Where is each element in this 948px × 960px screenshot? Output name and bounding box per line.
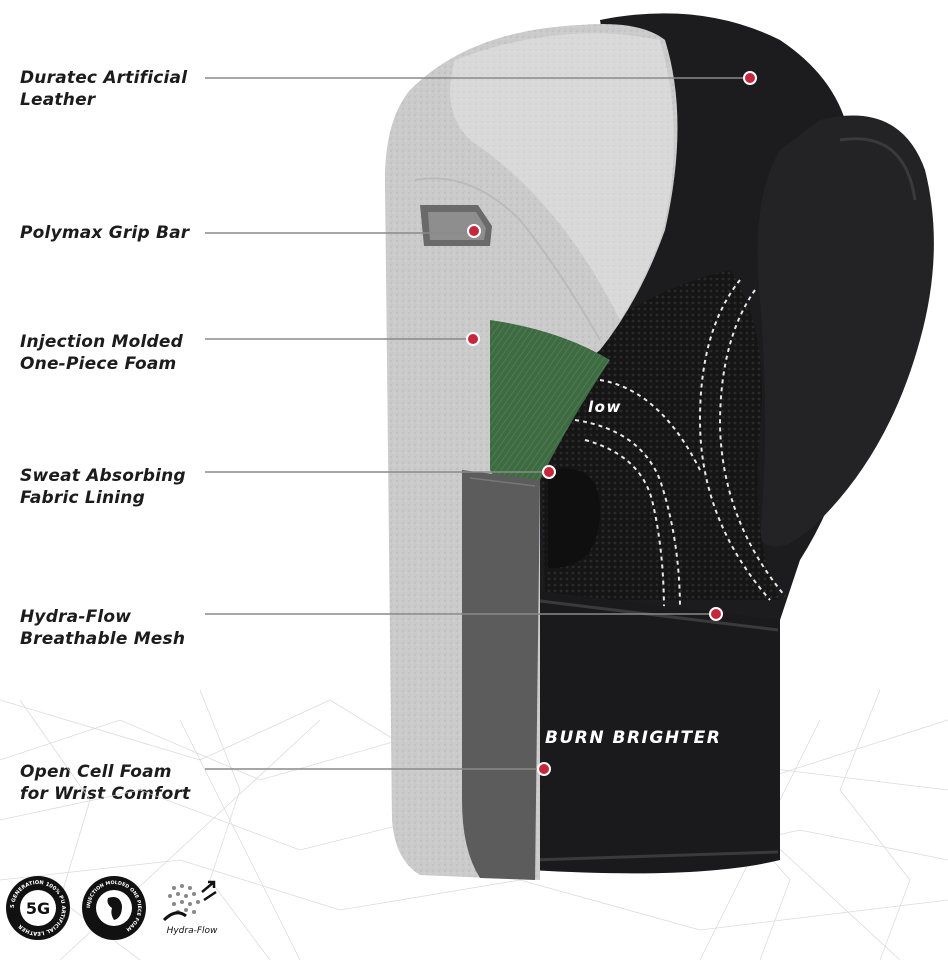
callout-mesh-line2: Breathable Mesh: [20, 629, 186, 649]
callout-lining-line1: Sweat Absorbing: [20, 466, 186, 486]
glove-thumb: [757, 115, 934, 547]
callout-wrist-foam-line2: for Wrist Comfort: [20, 784, 191, 804]
hydra-flow-label: Hydra-Flow: [166, 926, 218, 936]
callout-grip-bar: Polymax Grip Bar: [20, 222, 210, 244]
callout-lining-line2: Fabric Lining: [20, 488, 145, 508]
callout-foam-line2: One-Piece Foam: [20, 354, 177, 374]
wrist-strap: [530, 590, 780, 874]
callout-foam-line1: Injection Molded: [20, 332, 184, 352]
strap-brand-text: BURN BRIGHTER: [545, 728, 721, 748]
svg-text:5G: 5G: [26, 899, 50, 918]
callout-lining: Sweat Absorbing Fabric Lining: [20, 465, 210, 509]
marker-lining: [542, 465, 556, 479]
hydra-flow-icon: [162, 880, 217, 922]
stitching: [574, 279, 786, 613]
badge-5g-leather: 5 GENERATION 100% PU ARTIFICIAL LEATHER …: [6, 876, 70, 940]
callout-wrist-foam: Open Cell Foam for Wrist Comfort: [20, 761, 210, 805]
callout-mesh: Hydra-Flow Breathable Mesh: [20, 606, 210, 650]
badge-one-piece-foam: INJECTION MOLDED ONE PIECE FOAM: [82, 876, 146, 940]
palm-brand-text: low: [588, 398, 622, 416]
callout-mesh-line1: Hydra-Flow: [20, 607, 132, 627]
callout-leather: Duratec Artificial Leather: [20, 67, 210, 111]
wrist-foam: [462, 470, 540, 880]
badge-hydra-flow: Hydra-Flow: [156, 874, 228, 942]
foam-inner-light: [450, 33, 674, 320]
feature-badges: 5 GENERATION 100% PU ARTIFICIAL LEATHER …: [0, 872, 240, 952]
marker-foam: [466, 332, 480, 346]
marker-leather: [743, 71, 757, 85]
callout-markers: [466, 71, 757, 776]
callout-leather-line2: Leather: [20, 90, 96, 110]
palm-mesh: [540, 270, 780, 600]
callout-leather-line1: Duratec Artificial: [20, 68, 188, 88]
callout-wrist-foam-line1: Open Cell Foam: [20, 762, 172, 782]
marker-wrist-foam: [537, 762, 551, 776]
callout-lines: [205, 77, 750, 770]
fabric-lining: [490, 320, 610, 488]
callout-grip-bar-line1: Polymax Grip Bar: [20, 223, 190, 243]
callout-foam: Injection Molded One-Piece Foam: [20, 331, 210, 375]
marker-mesh: [709, 607, 723, 621]
marker-grip-bar: [467, 224, 481, 238]
